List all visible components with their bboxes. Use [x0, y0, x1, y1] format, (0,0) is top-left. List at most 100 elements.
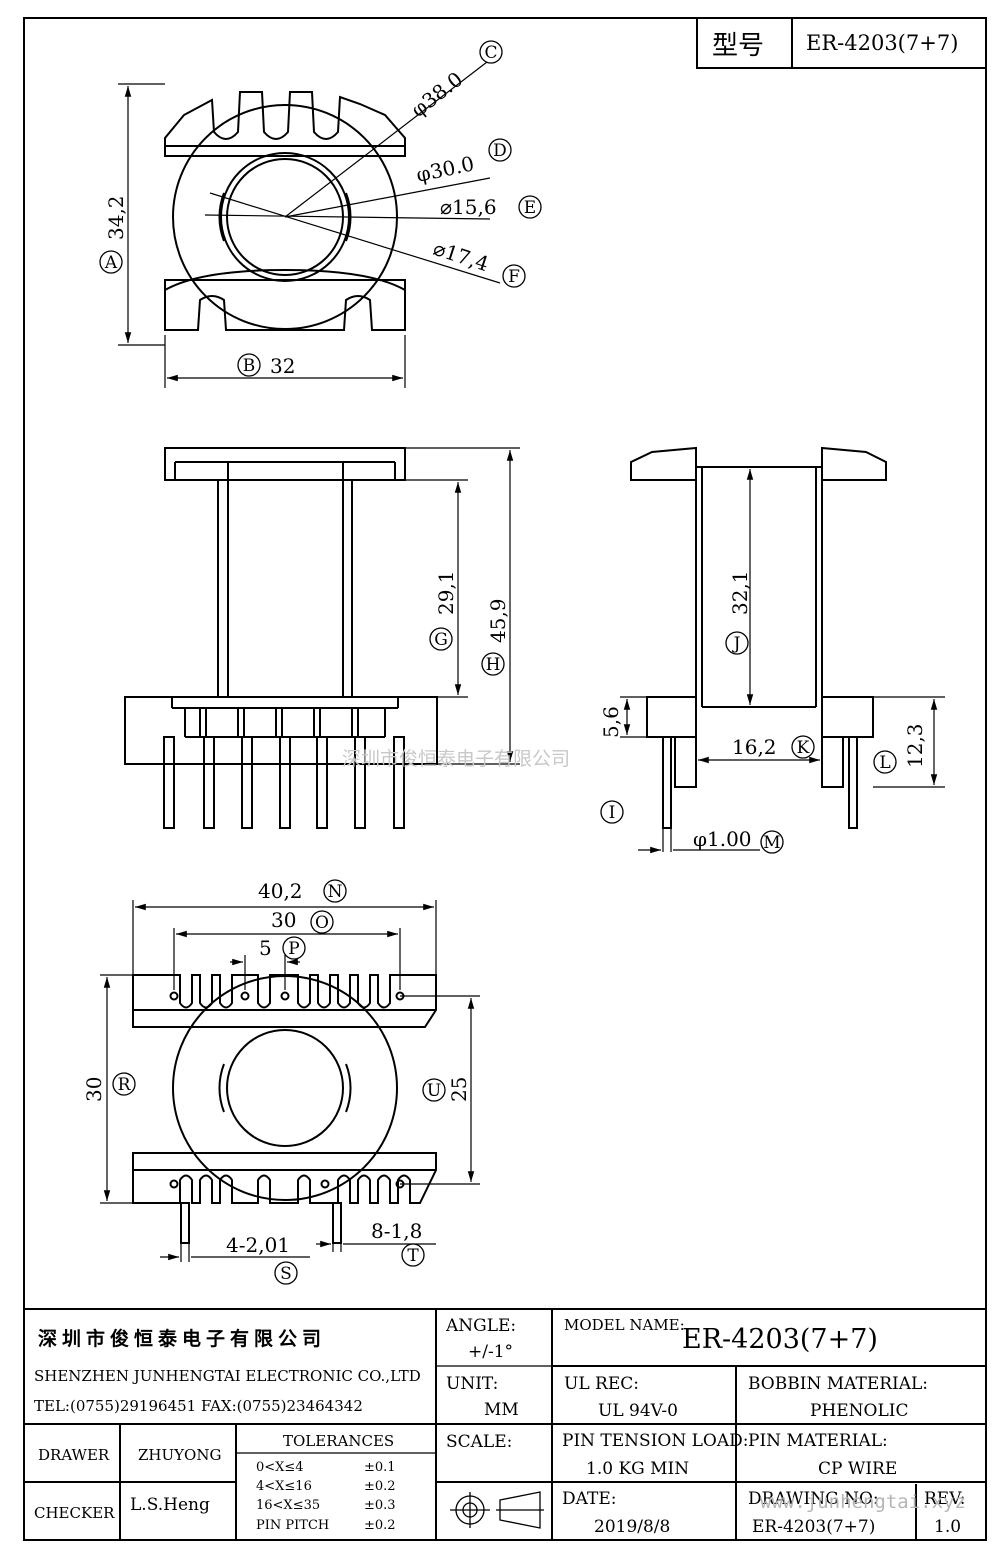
- tolerances-table: 0<X≤4 ±0.1 4<X≤16 ±0.2 16<X≤35 ±0.3 PIN …: [256, 1460, 396, 1533]
- svg-text:32,1: 32,1: [728, 570, 752, 615]
- dim-h: H 45,9: [481, 598, 510, 676]
- bottom-view-bottom-comb: [132, 1152, 437, 1204]
- drawing-no-label: DRAWING NO:: [748, 1489, 879, 1509]
- dim-f: ⌀17,4 F: [430, 236, 526, 288]
- checker-value: L.S.Heng: [130, 1495, 210, 1515]
- svg-text:O: O: [315, 913, 329, 933]
- top-view-dimensions: [118, 61, 501, 388]
- svg-text:D: D: [493, 141, 507, 161]
- side-view: [630, 446, 887, 829]
- dim-j: J 32,1: [725, 570, 752, 655]
- date-value: 2019/8/8: [594, 1517, 670, 1537]
- date-label: DATE:: [562, 1489, 616, 1509]
- top-view: [164, 91, 406, 331]
- side-top-flange: [630, 446, 697, 481]
- svg-text:A: A: [104, 253, 118, 273]
- model-name-value: ER-4203(7+7): [682, 1324, 878, 1355]
- front-view: [124, 447, 438, 829]
- dim-r: 30 R: [82, 1072, 136, 1102]
- pin-tension-label: PIN TENSION LOAD:: [562, 1431, 749, 1451]
- dim-k: 16,2 K: [732, 735, 815, 759]
- bottom-flange: [164, 279, 406, 331]
- company-name-cn: 深圳市俊恒泰电子有限公司: [38, 1327, 326, 1350]
- svg-text:±0.1: ±0.1: [364, 1460, 396, 1475]
- dim-b: B 32: [237, 353, 295, 378]
- bottom-view-labels: 40,2 N 30 O 5 P 30 R U 25 4-2,01 S: [82, 879, 471, 1285]
- dim-u: U 25: [422, 1077, 471, 1102]
- svg-text:45,9: 45,9: [486, 598, 510, 643]
- front-view-dimensions: [405, 447, 520, 765]
- dim-i: I: [600, 800, 624, 824]
- svg-text:⌀17,4: ⌀17,4: [430, 236, 491, 276]
- dim-t: 8-1,8 T: [371, 1219, 425, 1267]
- svg-text:I: I: [609, 803, 616, 823]
- svg-text:PIN PITCH: PIN PITCH: [256, 1518, 329, 1533]
- bottom-view-top-comb: [132, 974, 437, 1028]
- svg-text:J: J: [732, 634, 741, 654]
- svg-text:C: C: [484, 43, 497, 63]
- dim-c: φ38.0 C: [406, 40, 503, 122]
- drawer-value: ZHUYONG: [138, 1446, 221, 1464]
- side-view-dimensions: [620, 469, 945, 854]
- svg-text:φ38.0: φ38.0: [406, 67, 467, 122]
- dim-p: 5 P: [259, 936, 306, 960]
- projection-symbol-icon: [450, 1491, 544, 1529]
- front-view-labels: G 29,1 H 45,9: [429, 570, 510, 676]
- svg-text:5: 5: [259, 936, 272, 960]
- dim-5-6: 5,6: [599, 706, 623, 738]
- ul-rec-value: UL 94V-0: [598, 1401, 678, 1421]
- pin-material-value: CP WIRE: [818, 1459, 897, 1479]
- bottom-view: [132, 974, 437, 1244]
- rev-label: REV:: [924, 1489, 966, 1509]
- svg-text:φ1.00: φ1.00: [693, 827, 752, 851]
- dim-e: ⌀15,6 E: [440, 195, 542, 219]
- svg-text:M: M: [763, 833, 780, 853]
- svg-text:L: L: [879, 753, 890, 773]
- tolerances-label: TOLERANCES: [283, 1432, 394, 1450]
- svg-text:N: N: [328, 882, 343, 902]
- dim-o: 30 O: [271, 908, 334, 934]
- sheet-border: [23, 17, 987, 1541]
- svg-text:H: H: [486, 655, 501, 675]
- svg-text:⌀15,6: ⌀15,6: [440, 195, 497, 219]
- dim-d: φ30.0 D: [414, 138, 512, 187]
- svg-text:F: F: [508, 267, 520, 287]
- watermark-company: 深圳市俊恒泰电子有限公司: [342, 748, 570, 770]
- title-block-text: 深圳市俊恒泰电子有限公司 SHENZHEN JUNHENGTAI ELECTRO…: [34, 1316, 966, 1537]
- svg-text:30: 30: [271, 908, 296, 932]
- top-flange: [164, 91, 406, 157]
- svg-text:40,2: 40,2: [258, 879, 303, 903]
- model-name-label: MODEL NAME:: [564, 1316, 685, 1334]
- svg-text:±0.3: ±0.3: [364, 1498, 396, 1513]
- svg-text:5,6: 5,6: [599, 706, 623, 738]
- angle-label: ANGLE:: [445, 1316, 516, 1336]
- svg-text:30: 30: [82, 1077, 106, 1102]
- svg-text:P: P: [288, 939, 299, 959]
- drawing-no-value: ER-4203(7+7): [752, 1517, 875, 1537]
- dim-g: G 29,1: [429, 570, 458, 651]
- pin-tension-value: 1.0 KG MIN: [586, 1459, 689, 1479]
- side-view-labels: J 32,1 5,6 16,2 K L 12,3 I φ1.00 M: [599, 570, 927, 854]
- svg-text:12,3: 12,3: [903, 723, 927, 768]
- svg-text:E: E: [524, 198, 536, 218]
- rev-value: 1.0: [934, 1517, 961, 1537]
- angle-value: +/-1°: [468, 1342, 513, 1362]
- bobbin-material-label: BOBBIN MATERIAL:: [748, 1374, 928, 1394]
- side-pin-left: [662, 736, 672, 829]
- pin-material-label: PIN MATERIAL:: [748, 1431, 888, 1451]
- header-model-box: 型号 ER-4203(7+7): [696, 17, 987, 69]
- dim-n: 40,2 N: [258, 879, 347, 903]
- watermark-url: www.junhengtai.xyz: [760, 1491, 966, 1513]
- type-label: 型号: [712, 31, 764, 61]
- front-pins: [163, 707, 405, 829]
- svg-text:4<X≤16: 4<X≤16: [256, 1479, 312, 1494]
- svg-text:T: T: [407, 1246, 419, 1266]
- svg-text:B: B: [243, 356, 256, 376]
- svg-text:8-1,8: 8-1,8: [371, 1219, 422, 1243]
- side-base-left: [646, 696, 697, 738]
- svg-text:G: G: [434, 630, 448, 650]
- svg-text:K: K: [797, 738, 810, 758]
- top-view-labels: A 34,2 B 32 φ38.0 C φ30.0 D ⌀15,6 E ⌀17,…: [99, 40, 542, 378]
- svg-text:34,2: 34,2: [104, 195, 128, 240]
- front-top-flange: [164, 447, 406, 481]
